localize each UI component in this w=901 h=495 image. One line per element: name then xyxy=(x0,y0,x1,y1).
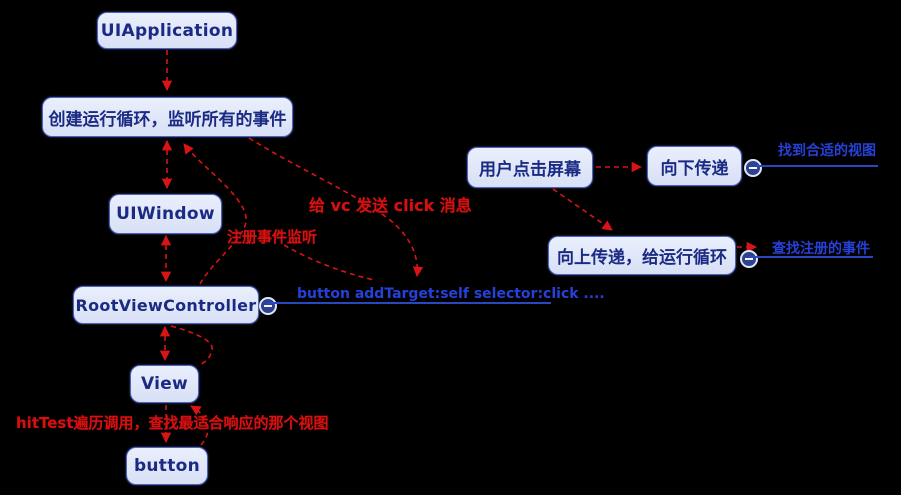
curve-rootvc-view-return xyxy=(170,325,213,367)
note-find-suitable-view: 找到合适的视图 xyxy=(778,143,876,159)
label-hittest-note: hitTest遍历调用，查找最适合响应的那个视图 xyxy=(16,414,329,432)
node-pass-down-label: 向下传递 xyxy=(660,158,729,179)
node-uiwindow-label: UIWindow xyxy=(116,204,215,224)
node-runloop: 创建运行循环，监听所有的事件 xyxy=(42,97,293,137)
label-send-click-message: 给 vc 发送 click 消息 xyxy=(309,196,472,215)
node-user-tap-label: 用户点击屏幕 xyxy=(479,160,581,180)
note-addtarget-code: button addTarget:self selector:click ...… xyxy=(297,286,605,302)
node-uiapplication-label: UIApplication xyxy=(100,20,234,41)
node-view: View xyxy=(130,365,199,403)
note-find-registered-event: 查找注册的事件 xyxy=(772,241,870,257)
note-addtarget-code-underline xyxy=(267,302,551,304)
collapse-minus-icon[interactable] xyxy=(744,159,762,177)
note-find-registered-event-underline xyxy=(749,256,873,258)
node-uiapplication: UIApplication xyxy=(97,12,237,49)
node-pass-up: 向上传递，给运行循环 xyxy=(548,236,736,275)
node-rootvc-label: RootViewController xyxy=(75,295,257,315)
note-find-suitable-view-underline xyxy=(757,165,878,167)
collapse-minus-icon[interactable] xyxy=(259,297,277,315)
node-runloop-label: 创建运行循环，监听所有的事件 xyxy=(48,109,287,130)
node-button: button xyxy=(126,447,208,485)
node-pass-up-label: 向上传递，给运行循环 xyxy=(557,248,727,268)
node-pass-down: 向下传递 xyxy=(647,146,742,186)
node-button-label: button xyxy=(133,456,201,476)
label-register-listener: 注册事件监听 xyxy=(227,228,318,246)
node-uiwindow: UIWindow xyxy=(109,194,222,234)
node-rootvc: RootViewController xyxy=(73,286,259,324)
node-user-tap: 用户点击屏幕 xyxy=(467,147,593,188)
node-view-label: View xyxy=(140,374,189,394)
collapse-minus-icon[interactable] xyxy=(740,250,758,268)
arrow-usertap-to-passup xyxy=(552,188,613,231)
curve-registerlabel-to-code xyxy=(283,244,375,281)
